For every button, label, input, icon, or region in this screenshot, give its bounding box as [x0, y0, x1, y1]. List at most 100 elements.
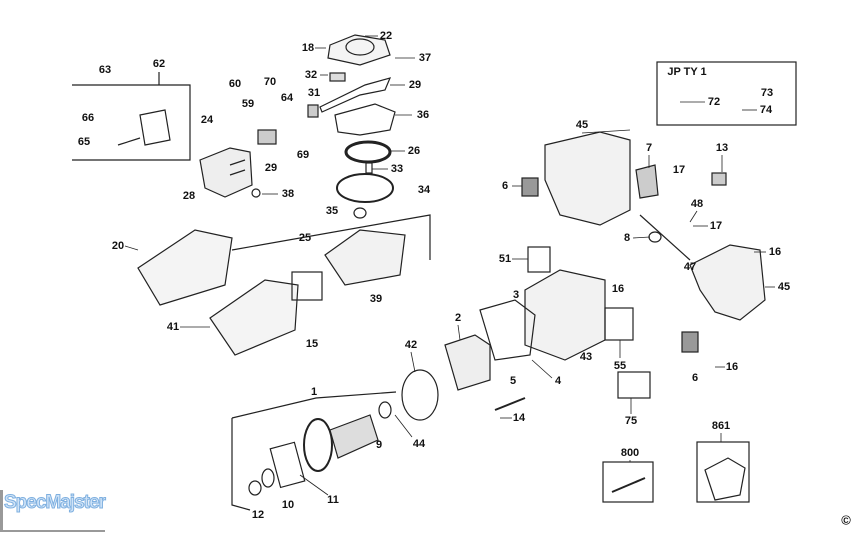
part-label: 3 — [512, 289, 520, 301]
part-34-disc — [336, 173, 394, 203]
part-43-field-housing — [524, 269, 606, 361]
part-label: 62 — [152, 58, 166, 70]
part-label: 18 — [301, 42, 315, 54]
part-label: 64 — [280, 92, 294, 104]
part-label: 32 — [304, 69, 318, 81]
part-28-slot — [229, 169, 246, 176]
part-label: 37 — [418, 52, 432, 64]
part-label: 45 — [777, 281, 791, 293]
part-label: 39 — [369, 293, 383, 305]
part-55-label — [604, 307, 634, 341]
part-861-frame — [696, 441, 750, 503]
part-label: 5 — [509, 375, 517, 387]
part-37-disc — [345, 38, 375, 56]
copyright-mark: © — [841, 512, 851, 528]
group-box-25 — [231, 214, 431, 260]
kit-box-62-frame — [72, 84, 191, 161]
part-28-slot — [229, 159, 246, 166]
part-31 — [307, 104, 319, 118]
part-6-pad-top — [521, 177, 539, 197]
part-label: 10 — [281, 499, 295, 511]
part-label: 36 — [416, 109, 430, 121]
part-label: 28 — [182, 190, 196, 202]
part-label: 63 — [98, 64, 112, 76]
part-label: 16 — [611, 283, 625, 295]
part-label: 65 — [77, 136, 91, 148]
part-11-plate — [269, 441, 306, 489]
part-35-bushing — [353, 207, 367, 219]
part-47-cord — [639, 214, 691, 261]
part-label: 29 — [408, 79, 422, 91]
part-label: 44 — [412, 438, 426, 450]
part-45-housing-half — [544, 131, 631, 226]
part-label: 41 — [166, 321, 180, 333]
part-label: 70 — [263, 76, 277, 88]
part-label: 16 — [768, 246, 782, 258]
part-10-washer — [261, 468, 275, 488]
part-37-cover-plate — [327, 34, 391, 66]
part-32 — [329, 72, 346, 82]
part-label: 24 — [200, 114, 214, 126]
part-label: 25 — [298, 232, 312, 244]
watermark-logo: SpecMajster — [4, 492, 107, 514]
part-label: 22 — [379, 30, 393, 42]
part-28-gear-housing — [199, 147, 253, 198]
part-label: 16 — [725, 361, 739, 373]
part-39-gearcase — [324, 229, 406, 286]
part-36-plate — [334, 103, 396, 136]
part-label: 20 — [111, 240, 125, 252]
part-13 — [711, 172, 727, 186]
part-8-grommet — [648, 231, 662, 243]
part-33-pin — [365, 162, 373, 174]
part-26-ring — [344, 140, 392, 164]
part-label: 861 — [711, 420, 731, 432]
part-label: 51 — [498, 253, 512, 265]
group-box-1 — [231, 418, 251, 511]
part-label: 33 — [390, 163, 404, 175]
watermark-frame — [0, 490, 105, 532]
part-label: 75 — [624, 415, 638, 427]
part-label: 1 — [310, 386, 318, 398]
part-label: 74 — [759, 104, 773, 116]
part-label: 45 — [575, 119, 589, 131]
part-7-switch — [635, 164, 659, 199]
part-label: 11 — [327, 494, 339, 506]
kit-box-title: JP TY 1 — [667, 66, 707, 78]
part-41-boot — [209, 279, 299, 356]
part-800-frame — [602, 461, 654, 503]
part-label: 66 — [81, 112, 95, 124]
part-label: 4 — [554, 375, 562, 387]
part-label: 13 — [715, 142, 729, 154]
part-800-tool — [611, 477, 646, 493]
part-65-pin — [117, 137, 141, 146]
part-label: 73 — [760, 87, 774, 99]
part-75-label — [617, 371, 651, 399]
part-12-bearing — [248, 480, 262, 496]
part-20-boot — [137, 229, 233, 306]
part-label: 38 — [281, 188, 295, 200]
part-62-kit — [139, 109, 171, 146]
part-6-pad — [681, 331, 699, 353]
part-label: 42 — [404, 339, 418, 351]
part-42-baffle — [401, 369, 439, 421]
part-label: 29 — [264, 162, 278, 174]
part-label: 59 — [241, 98, 255, 110]
part-label: 34 — [417, 184, 431, 196]
part-label: 15 — [305, 338, 319, 350]
part-label: 800 — [620, 447, 640, 459]
part-label: 8 — [623, 232, 631, 244]
part-51-label — [527, 246, 551, 273]
part-label: 17 — [672, 164, 686, 176]
part-label: 6 — [691, 372, 699, 384]
part-label: 12 — [251, 509, 265, 521]
part-label: 14 — [512, 412, 526, 424]
part-label: 47 — [683, 261, 697, 273]
leader-lines — [124, 35, 775, 496]
part-label: 9 — [375, 439, 383, 451]
part-label: 69 — [296, 149, 310, 161]
part-38 — [251, 188, 261, 198]
part-label: 35 — [325, 205, 339, 217]
part-label: 43 — [579, 351, 593, 363]
